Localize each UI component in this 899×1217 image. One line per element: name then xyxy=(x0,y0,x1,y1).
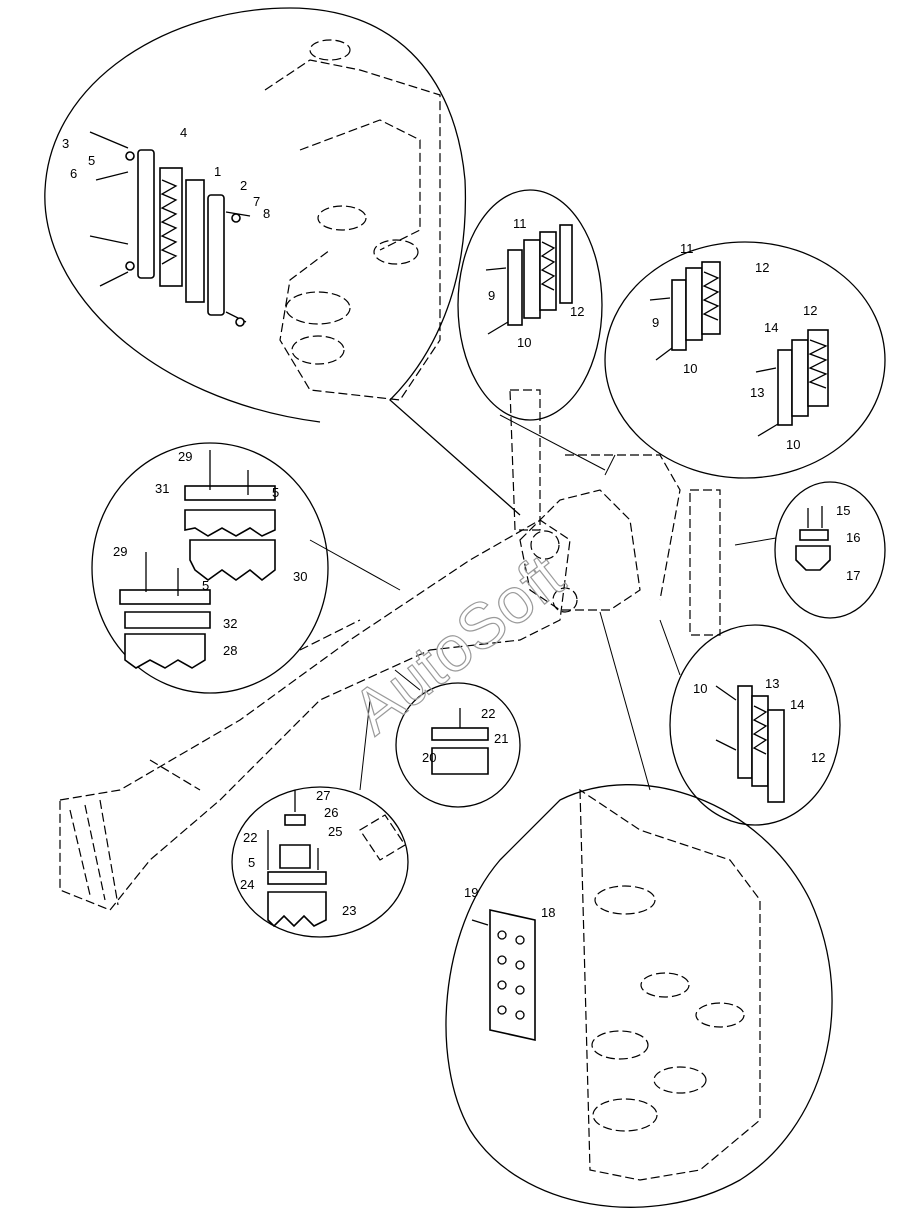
callout-lbl-13a: 13 xyxy=(750,385,764,400)
callout-lbl-21: 21 xyxy=(494,731,508,746)
watermark: AutoSoft xyxy=(339,540,577,748)
clamp-set-center-small xyxy=(431,708,489,775)
swing-bracket-dashed xyxy=(509,389,721,636)
callout-lbl-13b: 13 xyxy=(765,676,779,691)
callout-lbl-22b: 22 xyxy=(243,830,257,845)
excavator-boom-dashed xyxy=(59,519,571,911)
hydraulic-block-dashed xyxy=(579,788,761,1181)
callout-lbl-10d: 10 xyxy=(693,681,707,696)
callout-lbl-14a: 14 xyxy=(764,320,778,335)
callout-lbl-4: 4 xyxy=(180,125,187,140)
callout-lbl-10b: 10 xyxy=(683,361,697,376)
callout-lbl-26: 26 xyxy=(324,805,338,820)
callout-lbl-27: 27 xyxy=(316,788,330,803)
callout-lbl-12b: 12 xyxy=(755,260,769,275)
detail-circle-left-middle xyxy=(91,442,401,694)
callout-lbl-19: 19 xyxy=(464,885,478,900)
callout-lbl-23: 23 xyxy=(342,903,356,918)
callout-lbl-22a: 22 xyxy=(481,706,495,721)
callout-lbl-5d: 5 xyxy=(248,855,255,870)
callout-lbl-1: 1 xyxy=(214,164,221,179)
callout-lbl-12c: 12 xyxy=(803,303,817,318)
callout-lbl-31: 31 xyxy=(155,481,169,496)
callout-lbl-15: 15 xyxy=(836,503,850,518)
callout-lbl-12a: 12 xyxy=(570,304,584,319)
callout-lbl-24: 24 xyxy=(240,877,254,892)
callout-lbl-14b: 14 xyxy=(790,697,804,712)
callout-lbl-5b: 5 xyxy=(272,485,279,500)
callout-lbl-16: 16 xyxy=(846,530,860,545)
callout-lbl-11a: 11 xyxy=(513,216,527,231)
clamp-set-top-left xyxy=(89,131,251,327)
hinge-assembly-dashed xyxy=(264,39,441,401)
clamp-set-bottom-left xyxy=(267,790,406,928)
callout-lbl-32: 32 xyxy=(223,616,237,631)
callout-lbl-11b: 11 xyxy=(680,241,694,256)
callout-lbl-29b: 29 xyxy=(113,544,127,559)
callout-lbl-8: 8 xyxy=(263,206,270,221)
callout-lbl-7: 7 xyxy=(253,194,260,209)
callout-lbl-10a: 10 xyxy=(517,335,531,350)
detail-circle-top-right xyxy=(604,241,886,479)
clamp-set-right-middle xyxy=(715,685,785,803)
callout-lbl-29a: 29 xyxy=(178,449,192,464)
callout-lbl-5a: 5 xyxy=(88,153,95,168)
callout-lbl-9b: 9 xyxy=(652,315,659,330)
clamp-set-small-right xyxy=(795,506,831,571)
detail-circle-center-small xyxy=(394,669,521,808)
callout-lbl-28: 28 xyxy=(223,643,237,658)
detail-circle-bottom-right xyxy=(445,611,833,1208)
callout-lbl-17: 17 xyxy=(846,568,860,583)
clamp-set-top-right xyxy=(649,261,829,437)
clamp-set-top-middle xyxy=(485,224,573,335)
detail-circle-bottom-left xyxy=(231,699,409,938)
clamp-set-left-middle xyxy=(119,450,276,669)
detail-circle-right-middle xyxy=(659,619,841,826)
bracket-plate-18 xyxy=(471,909,536,1041)
detail-circle-top-middle xyxy=(457,189,606,471)
callout-lbl-25: 25 xyxy=(328,824,342,839)
callout-lbl-10c: 10 xyxy=(786,437,800,452)
detail-circle-top-left xyxy=(44,7,521,516)
callout-lbl-6: 6 xyxy=(70,166,77,181)
callout-lbl-2: 2 xyxy=(240,178,247,193)
callout-lbl-30: 30 xyxy=(293,569,307,584)
callout-lbl-18: 18 xyxy=(541,905,555,920)
detail-circle-small-right xyxy=(734,481,886,619)
callout-lbl-12d: 12 xyxy=(811,750,825,765)
callout-lbl-5c: 5 xyxy=(202,578,209,593)
callout-lbl-20: 20 xyxy=(422,750,436,765)
callout-lbl-3: 3 xyxy=(62,136,69,151)
callout-lbl-9a: 9 xyxy=(488,288,495,303)
